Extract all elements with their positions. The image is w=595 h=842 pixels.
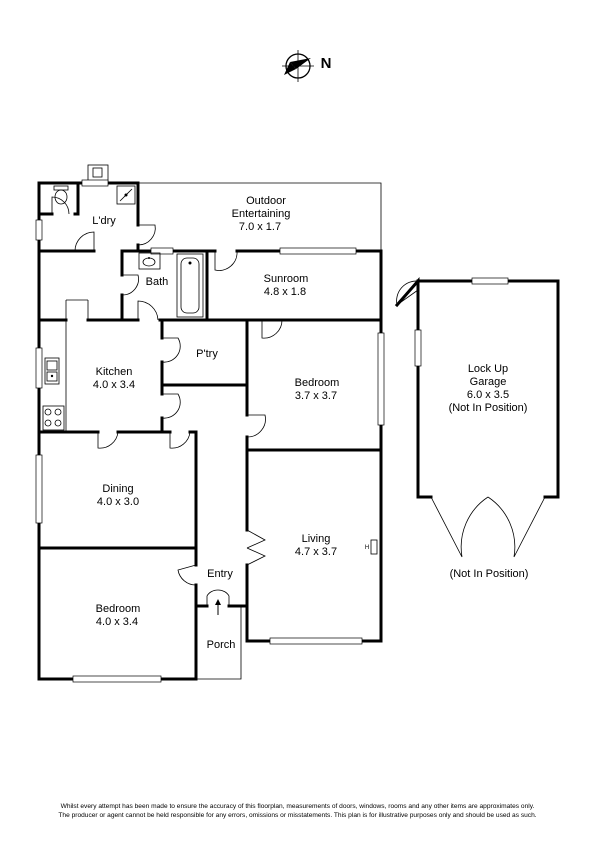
pantry-label: P'try (196, 348, 218, 360)
bathtub-icon (176, 253, 204, 318)
floor-plan: N (35, 50, 560, 683)
dining-label: Dining (102, 483, 133, 495)
windows (35, 179, 385, 683)
disclaimer-line-2: The producer or agent cannot be held res… (58, 812, 537, 819)
door-swings (51, 196, 283, 606)
outdoor-entertaining-area (138, 182, 382, 251)
outdoor-label-2: Entertaining (232, 208, 291, 220)
kitchen-sink-icon (44, 357, 60, 385)
outdoor-label-1: Outdoor (246, 195, 286, 207)
garage-label-2: Garage (470, 376, 507, 388)
living-size: 4.7 x 3.7 (295, 546, 337, 558)
house-walls (37, 181, 383, 681)
north-label: N (321, 55, 332, 72)
garage-doors-note: (Not In Position) (450, 568, 529, 580)
garage-label-1: Lock Up (468, 363, 508, 375)
bedroom-front-label: Bedroom (96, 603, 141, 615)
toilet-icon (53, 185, 69, 205)
north-arrow-icon (282, 50, 314, 82)
dining-size: 4.0 x 3.0 (97, 496, 139, 508)
living-label: Living (302, 533, 331, 545)
sunroom-size: 4.8 x 1.8 (264, 286, 306, 298)
bedroom-east-label: Bedroom (295, 377, 340, 389)
bedroom-front-size: 4.0 x 3.4 (96, 616, 138, 628)
cooktop-icon (42, 405, 65, 431)
disclaimer: Whilst every attempt has been made to en… (0, 802, 595, 820)
porch-label: Porch (207, 639, 236, 651)
disclaimer-line-1: Whilst every attempt has been made to en… (60, 803, 535, 810)
sunroom-label: Sunroom (264, 273, 309, 285)
kitchen-label: Kitchen (96, 366, 133, 378)
bedroom-east-size: 3.7 x 3.7 (295, 390, 337, 402)
kitchen-size: 4.0 x 3.4 (93, 379, 135, 391)
laundry-tub-icon (116, 185, 136, 205)
entry-arrow-icon (215, 599, 221, 615)
fixtures (42, 185, 378, 555)
bath-label: Bath (146, 276, 169, 288)
outdoor-size: 7.0 x 1.7 (239, 221, 281, 233)
kitchen-bench (65, 299, 89, 432)
garage-note: (Not In Position) (449, 402, 528, 414)
garage-walls (394, 277, 560, 558)
entry-label: Entry (207, 568, 233, 580)
heater-icon (370, 539, 378, 555)
laundry-label: L'dry (92, 215, 116, 227)
basin-icon (138, 252, 161, 270)
garage-size: 6.0 x 3.5 (467, 389, 509, 401)
laundry-tap (92, 167, 103, 178)
heater-label: H (365, 545, 369, 551)
